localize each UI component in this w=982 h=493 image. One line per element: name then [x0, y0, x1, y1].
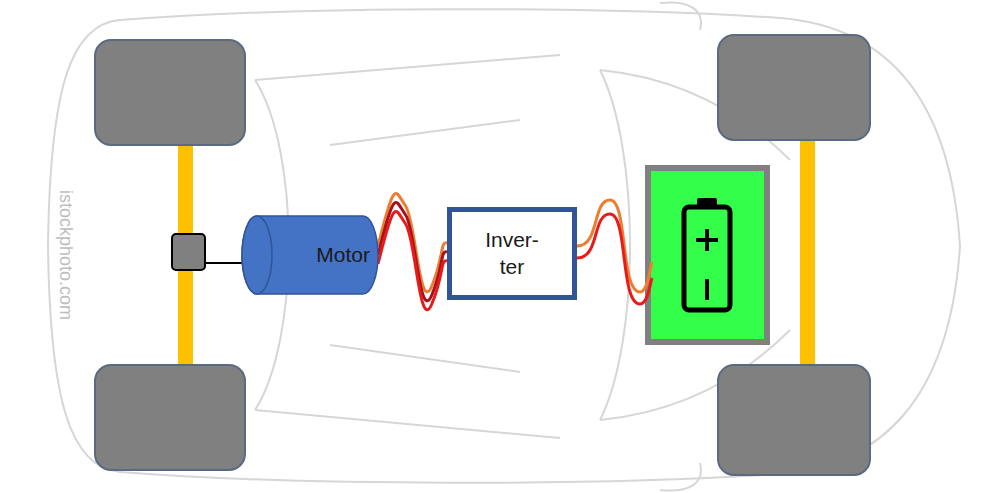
- node-label: Motor: [316, 242, 370, 268]
- battery-pack: [651, 171, 764, 339]
- inverter-box: Inver- ter: [447, 207, 577, 300]
- power-cable: [378, 193, 447, 309]
- motor-cylinder: Motor: [242, 215, 378, 295]
- drive-shaft: [205, 262, 244, 264]
- wheels: [95, 35, 870, 475]
- car-outline: [48, 2, 960, 490]
- watermark: istockphoto.com: [55, 190, 76, 320]
- battery-frame: [645, 165, 770, 345]
- battery-icon: [684, 198, 730, 310]
- battery-cables: [577, 200, 652, 304]
- node-label: Inver- ter: [485, 227, 539, 280]
- differential: [172, 234, 205, 270]
- front-axle: [800, 135, 815, 370]
